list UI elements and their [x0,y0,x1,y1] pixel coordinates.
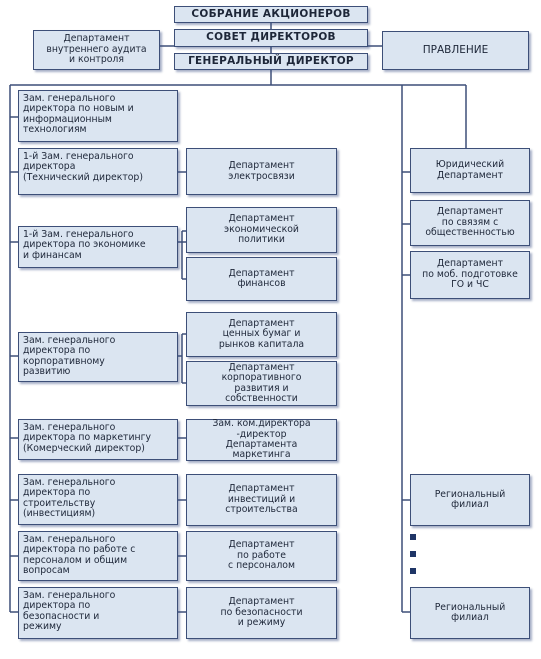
department-box: Департамент ценных бумаг и рынков капита… [186,312,337,357]
department-box: Департамент инвестиций и строительства [186,474,337,526]
deputy-box: 1-й Зам. генерального директора (Техниче… [18,148,178,195]
department-box: Департамент по работе с персоналом [186,531,337,581]
regional-branch-box: Региональный филиал [410,474,530,526]
deputy-box: Зам. генерального директора по маркетинг… [18,419,178,460]
deputy-box: Зам. генерального директора по корпорати… [18,332,178,382]
department-box: Департамент корпоративного развития и со… [186,361,337,406]
management-box: ПРАВЛЕНИЕ [382,31,529,70]
ellipsis-bullet [410,568,416,574]
legal-department-box: Юридический Департамент [410,148,530,193]
regional-branch-box: Региональный филиал [410,587,530,639]
department-box: Зам. ком.директора -директор Департамент… [186,418,337,461]
deputy-box: Зам. генерального директора по работе с … [18,531,178,581]
audit-department-box: Департамент внутреннего аудита и контрол… [33,30,160,70]
deputy-box: Зам. генерального директора по новым и и… [18,90,178,142]
deputy-box: Зам. генерального директора по безопасно… [18,587,178,639]
department-box: Департамент электросвязи [186,148,337,195]
ceo-box: ГЕНЕРАЛЬНЫЙ ДИРЕКТОР [174,53,368,70]
pr-department-box: Департамент по связям с общественностью [410,200,530,246]
board-box: СОВЕТ ДИРЕКТОРОВ [174,29,368,47]
civil-defense-department-box: Департамент по моб. подготовке ГО и ЧС [410,251,530,299]
shareholders-box: СОБРАНИЕ АКЦИОНЕРОВ [174,6,368,23]
ellipsis-bullet [410,551,416,557]
department-box: Департамент по безопасности и режиму [186,587,337,639]
deputy-box: Зам. генерального директора по строитель… [18,474,178,525]
deputy-box: 1-й Зам. генерального директора по эконо… [18,226,178,268]
department-box: Департамент финансов [186,257,337,301]
ellipsis-bullet [410,534,416,540]
department-box: Департамент экономической политики [186,207,337,253]
